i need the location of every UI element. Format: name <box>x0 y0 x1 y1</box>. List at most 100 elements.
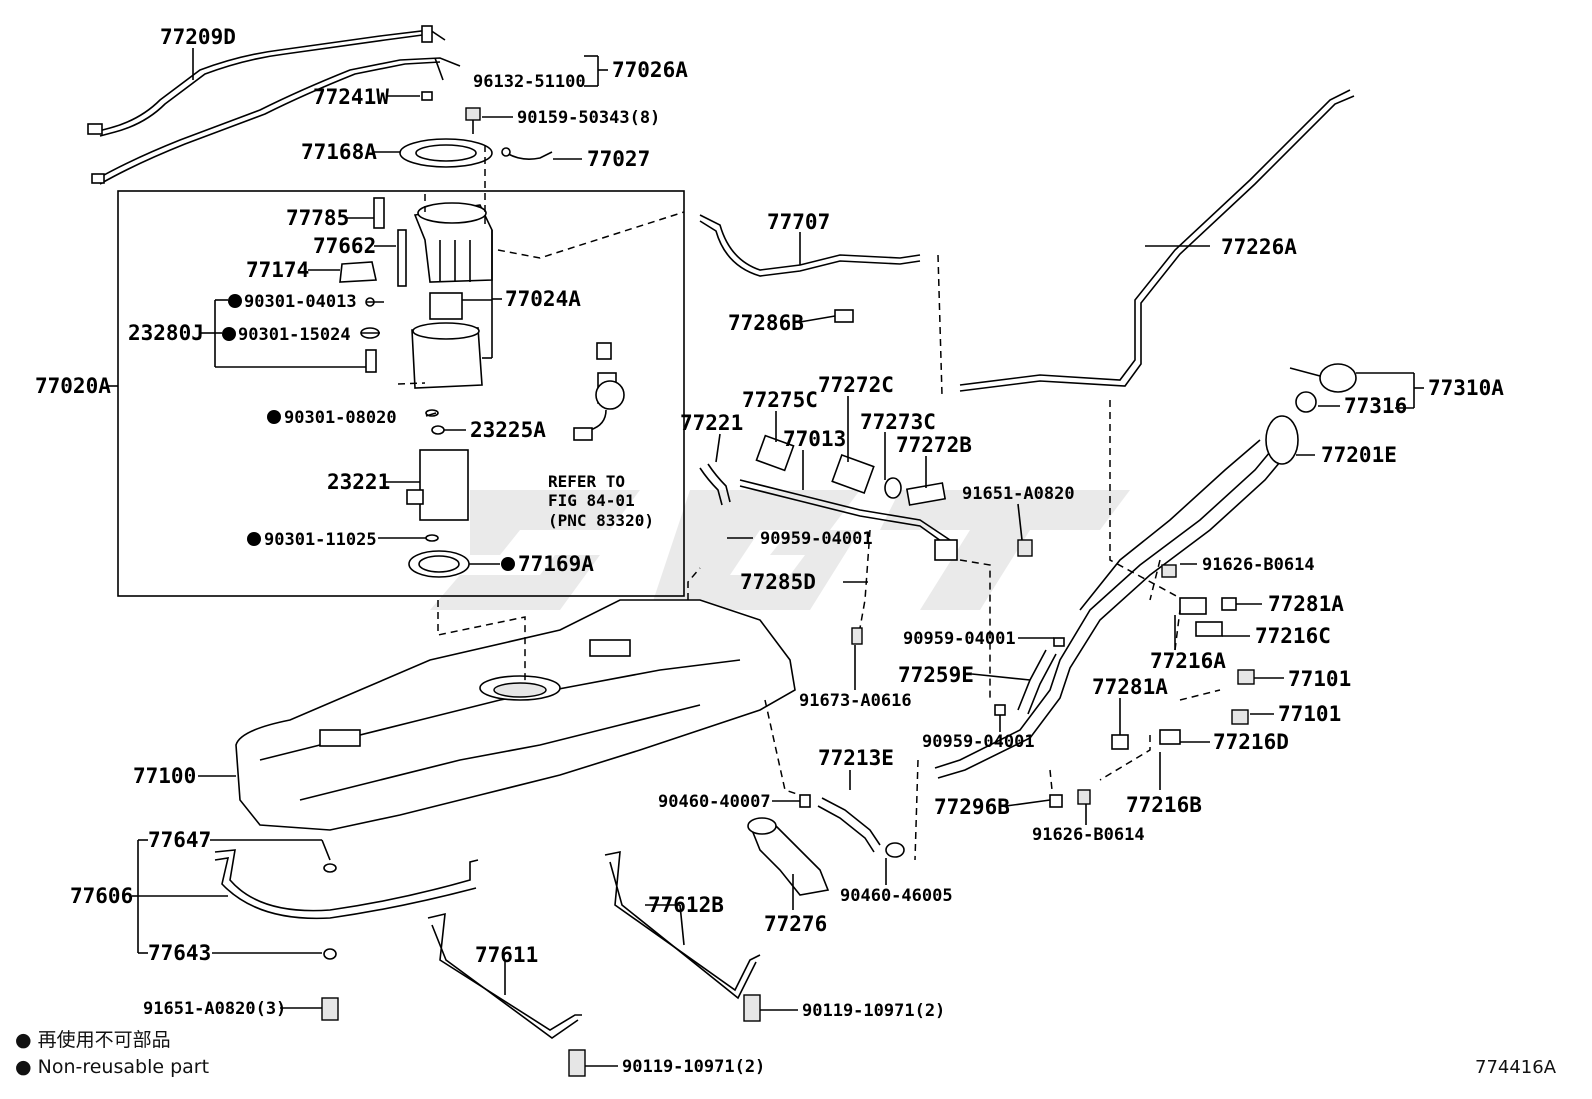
leader-lines <box>108 48 1424 1067</box>
label-77276: 77276 <box>764 912 827 936</box>
dashed-guides <box>397 145 1221 861</box>
label-77606: 77606 <box>70 884 133 908</box>
sensor-77027 <box>501 147 553 160</box>
label-77201E: 77201E <box>1321 443 1397 467</box>
connector-77241W <box>421 91 433 101</box>
tube-77707 <box>699 214 921 277</box>
label-77707: 77707 <box>767 210 830 234</box>
label-77612B: 77612B <box>648 893 724 917</box>
grommets <box>755 434 947 506</box>
legend: ● 再使用不可部品 ● Non-reusable part <box>15 1029 209 1078</box>
figure-number: 774416A <box>1475 1057 1557 1078</box>
bolts-right <box>851 539 1255 805</box>
vent-tube-77013 <box>699 463 951 547</box>
label-91651-A0820: 91651-A0820 <box>962 484 1075 504</box>
legend-non-reusable-jp: ● 再使用不可部品 <box>15 1029 171 1051</box>
label-23280J: 23280J <box>128 321 204 345</box>
label-77647: 77647 <box>148 828 211 852</box>
label-77662: 77662 <box>313 234 376 258</box>
refer-note-line3: (PNC 83320) <box>548 511 654 530</box>
bolt-77643 <box>321 863 339 1021</box>
label-77169A: 77169A <box>518 552 594 576</box>
label-77259E: 77259E <box>898 663 974 687</box>
gauge-77662 <box>397 229 407 287</box>
label-77281A-b: 77281A <box>1092 675 1168 699</box>
hose-77276 <box>747 817 830 896</box>
label-90959-04001-c: 90959-04001 <box>922 732 1035 752</box>
label-23221: 23221 <box>327 470 390 494</box>
label-96132-51100: 96132-51100 <box>473 72 586 92</box>
label-90959-04001-a: 90959-04001 <box>760 529 873 549</box>
label-77100: 77100 <box>133 764 196 788</box>
fuel-cap-77310A <box>1289 363 1357 413</box>
refer-note-line1: REFER TO <box>548 472 625 491</box>
label-91626-B0614-b: 91626-B0614 <box>1032 825 1145 845</box>
label-90301-04013: 90301-04013 <box>244 292 357 312</box>
label-77221: 77221 <box>680 411 743 435</box>
label-77296B: 77296B <box>934 795 1010 819</box>
regulator-23280J <box>360 297 380 373</box>
label-90301-08020: 90301-08020 <box>284 408 397 428</box>
label-91673-A0616: 91673-A0616 <box>799 691 912 711</box>
filter-77024A <box>411 292 483 389</box>
tube-77226A <box>959 89 1355 392</box>
pump-23221 <box>406 409 469 542</box>
label-77101-a: 77101 <box>1288 667 1351 691</box>
hose-77213E <box>799 794 905 858</box>
label-77286B: 77286B <box>728 311 804 335</box>
label-77272C: 77272C <box>818 373 894 397</box>
label-77024A: 77024A <box>505 287 581 311</box>
label-90959-04001-b: 90959-04001 <box>903 629 1016 649</box>
watermark <box>430 490 1130 610</box>
label-77226A: 77226A <box>1221 235 1297 259</box>
label-77216D: 77216D <box>1213 730 1289 754</box>
clamps-right <box>834 309 1237 808</box>
label-91626-B0614-a: 91626-B0614 <box>1202 555 1315 575</box>
pump-assembly-box <box>117 190 685 597</box>
label-90460-40007: 90460-40007 <box>658 792 771 812</box>
label-77216C: 77216C <box>1255 624 1331 648</box>
part-labels: 77209D 77026A 96132-51100 77241W 90159-5… <box>35 25 1504 1077</box>
legend-non-reusable-en: ● Non-reusable part <box>15 1056 209 1078</box>
label-91651-A0820-3: 91651-A0820(3) <box>143 999 286 1019</box>
sender-gauge <box>573 342 625 441</box>
label-77209D: 77209D <box>160 25 236 49</box>
label-90301-15024: 90301-15024 <box>238 325 351 345</box>
gasket-77169A <box>408 550 470 578</box>
fuel-tank-77100 <box>235 599 796 831</box>
tank-strap-77606 <box>214 849 479 920</box>
label-23225A: 23225A <box>470 418 546 442</box>
tank-strap-77611 <box>427 912 586 1077</box>
hose-77259E <box>1017 649 1057 715</box>
retainer-ring-77168A <box>399 138 493 168</box>
wire-harness-77209D <box>87 25 461 185</box>
label-90460-46005: 90460-46005 <box>840 886 953 906</box>
label-77316: 77316 <box>1344 394 1407 418</box>
label-90119-10971-a: 90119-10971(2) <box>802 1001 945 1021</box>
label-77272B: 77272B <box>896 433 972 457</box>
label-77643: 77643 <box>148 941 211 965</box>
label-77281A-a: 77281A <box>1268 592 1344 616</box>
label-77216B: 77216B <box>1126 793 1202 817</box>
label-77785: 77785 <box>286 206 349 230</box>
label-77285D: 77285D <box>740 570 816 594</box>
fuel-pump-module <box>413 202 493 283</box>
label-90159-50343: 90159-50343(8) <box>517 108 660 128</box>
label-77168A: 77168A <box>301 140 377 164</box>
label-77275C: 77275C <box>742 388 818 412</box>
label-77020A: 77020A <box>35 374 111 398</box>
label-77611: 77611 <box>475 943 538 967</box>
label-77273C: 77273C <box>860 410 936 434</box>
label-77026A: 77026A <box>612 58 688 82</box>
label-90119-10971-b: 90119-10971(2) <box>622 1057 765 1077</box>
label-77241W: 77241W <box>313 85 389 109</box>
label-77027: 77027 <box>587 147 650 171</box>
refer-note-line2: FIG 84-01 <box>548 491 635 510</box>
label-90301-11025: 90301-11025 <box>264 530 377 550</box>
label-77101-b: 77101 <box>1278 702 1341 726</box>
bracket-77174 <box>339 261 377 283</box>
non-reusable-markers <box>222 294 515 571</box>
label-77216A: 77216A <box>1150 649 1226 673</box>
